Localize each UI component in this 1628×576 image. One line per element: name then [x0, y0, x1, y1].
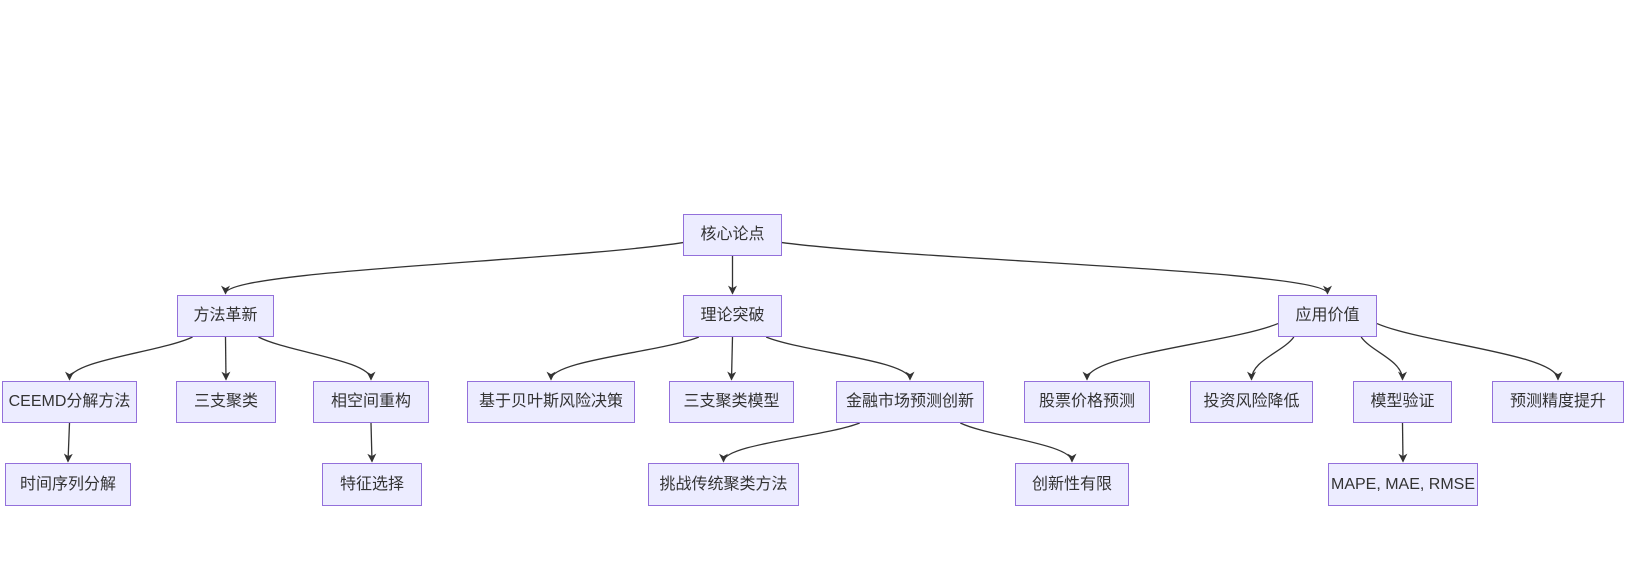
node-label: 模型验证 [1370, 393, 1435, 410]
edge-application-to-model-validation [1360, 336, 1407, 381]
flowchart-node-challenge-clustering: 挑战传统聚类方法 [648, 463, 799, 506]
flowchart-node-method: 方法革新 [177, 295, 274, 337]
node-label: 相空间重构 [330, 393, 411, 410]
node-label: CEEMD分解方法 [8, 393, 131, 410]
flowchart-node-model-validation: 模型验证 [1353, 381, 1452, 423]
edge-method-to-phase-space [258, 336, 376, 381]
flowchart-node-core: 核心论点 [683, 214, 782, 256]
flowchart-node-feature-selection: 特征选择 [322, 463, 422, 506]
node-label: 三支聚类 [193, 393, 258, 410]
edge-core-to-method [221, 241, 684, 295]
flowchart-node-application: 应用价值 [1278, 295, 1377, 337]
flowchart-node-stock-prediction: 股票价格预测 [1024, 381, 1150, 423]
node-label: 应用价值 [1295, 307, 1360, 324]
node-label: MAPE, MAE, RMSE [1330, 475, 1476, 493]
node-label: 基于贝叶斯风险决策 [478, 393, 623, 410]
node-label: 核心论点 [700, 226, 765, 243]
edge-application-to-stock-prediction [1082, 322, 1279, 381]
node-label: 三支聚类模型 [683, 393, 780, 410]
flowchart-node-accuracy: 预测精度提升 [1492, 381, 1624, 423]
flowchart-node-ts-decomposition: 时间序列分解 [5, 463, 131, 506]
node-label: 预测精度提升 [1509, 393, 1606, 410]
edge-finance-innovation-to-limited-innovation [960, 422, 1077, 463]
edge-ceemd-to-ts-decomposition [63, 422, 73, 463]
edge-method-to-ceemd [65, 336, 193, 381]
edge-method-to-three-way [221, 336, 231, 381]
flowchart-node-three-way: 三支聚类 [176, 381, 276, 423]
node-label: 理论突破 [700, 307, 765, 324]
flowchart-node-finance-innovation: 金融市场预测创新 [836, 381, 984, 423]
flowchart-node-risk-reduction: 投资风险降低 [1190, 381, 1313, 423]
node-label: 投资风险降低 [1203, 393, 1300, 410]
flowchart-node-limited-innovation: 创新性有限 [1015, 463, 1129, 506]
node-label: 方法革新 [193, 307, 258, 324]
edge-core-to-application [781, 241, 1332, 295]
edge-theory-to-finance-innovation [765, 336, 915, 381]
node-label: 时间序列分解 [19, 475, 116, 493]
flowchart-node-theory: 理论突破 [683, 295, 782, 337]
edge-finance-innovation-to-challenge-clustering [719, 422, 860, 463]
edge-theory-to-three-way-model [727, 336, 737, 381]
flowchart-node-phase-space: 相空间重构 [313, 381, 429, 423]
node-label: 特征选择 [339, 475, 404, 493]
node-label: 股票价格预测 [1038, 393, 1135, 410]
node-label: 金融市场预测创新 [845, 393, 974, 410]
flowchart-node-metrics: MAPE, MAE, RMSE [1328, 463, 1478, 506]
edge-theory-to-bayes [546, 336, 700, 381]
flowchart-node-three-way-model: 三支聚类模型 [669, 381, 794, 423]
flowchart-node-bayes: 基于贝叶斯风险决策 [467, 381, 635, 423]
edge-phase-space-to-feature-selection [367, 422, 377, 463]
node-label: 挑战传统聚类方法 [659, 475, 788, 493]
edge-application-to-risk-reduction [1247, 336, 1295, 381]
edge-model-validation-to-metrics [1398, 422, 1408, 463]
edge-application-to-accuracy [1376, 322, 1563, 381]
flowchart-node-ceemd: CEEMD分解方法 [2, 381, 137, 423]
node-label: 创新性有限 [1031, 475, 1112, 493]
flowchart-edges [63, 241, 1563, 463]
